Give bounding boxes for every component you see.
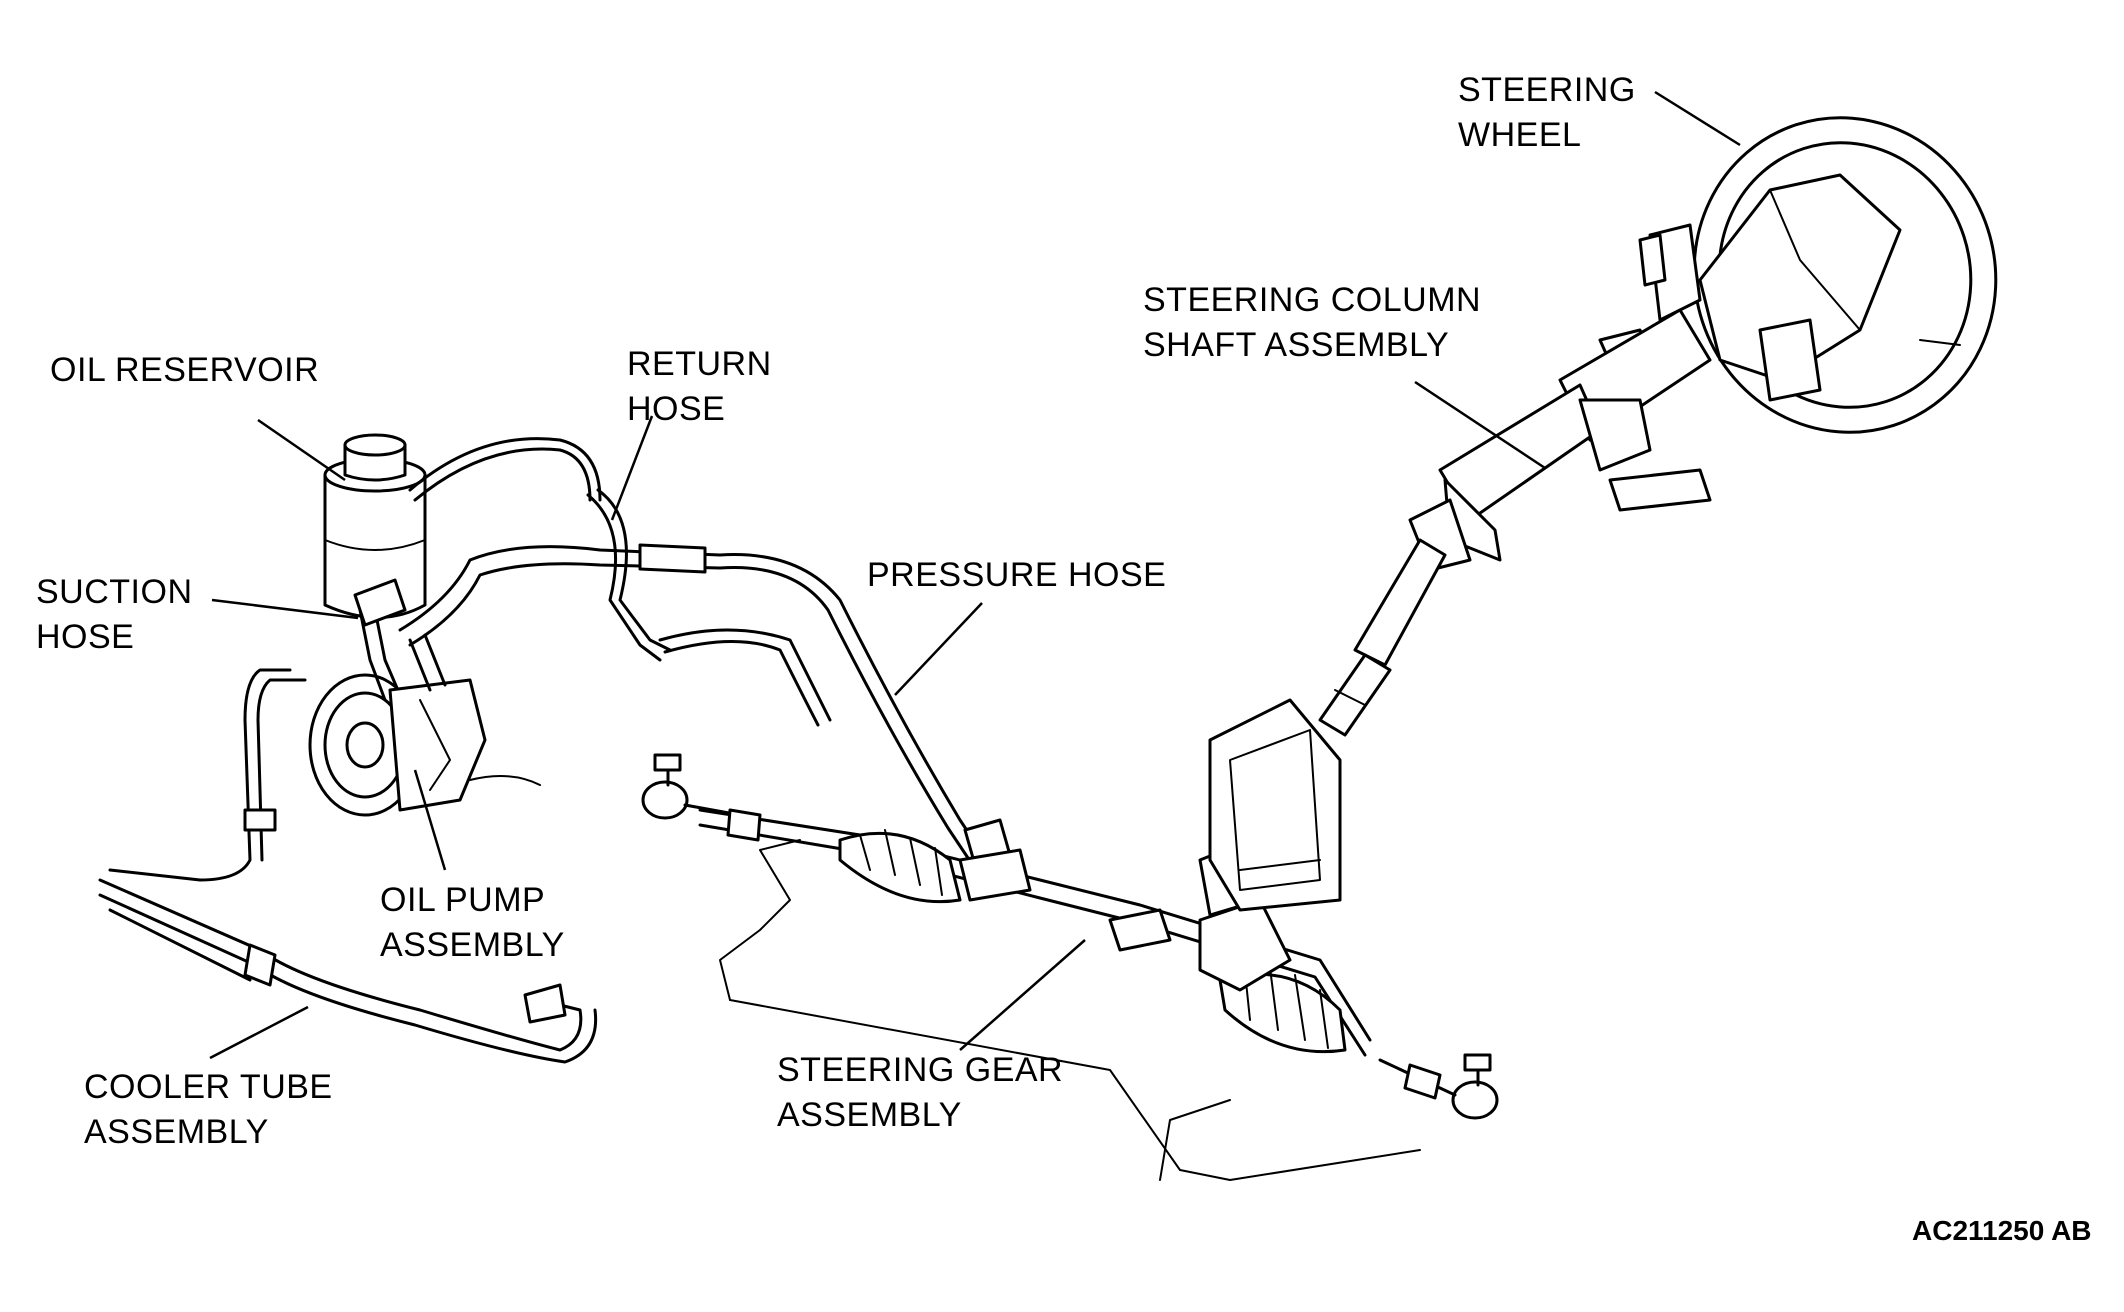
label-steering-column: STEERING COLUMN SHAFT ASSEMBLY: [1143, 278, 1481, 368]
label-cooler-tube: COOLER TUBE ASSEMBLY: [84, 1065, 333, 1155]
label-line: COOLER TUBE: [84, 1068, 333, 1106]
hoses-drawing: [353, 437, 1012, 867]
label-oil-reservoir: OIL RESERVOIR: [50, 348, 319, 393]
label-line: STEERING GEAR: [777, 1051, 1064, 1089]
label-line: WHEEL: [1458, 116, 1582, 154]
label-return-hose: RETURN HOSE: [627, 342, 772, 432]
cooler-tube-drawing: [98, 668, 598, 1064]
label-line: OIL RESERVOIR: [50, 351, 320, 389]
label-line: HOSE: [627, 390, 726, 428]
label-line: ASSEMBLY: [777, 1096, 962, 1134]
label-line: ASSEMBLY: [380, 926, 565, 964]
steering-gear-drawing: [698, 698, 1421, 1181]
steering-column-drawing: [1318, 308, 1712, 737]
label-line: RETURN: [627, 345, 772, 383]
label-steering-wheel: STEERING WHEEL: [1458, 68, 1636, 158]
figure-code: AC211250 AB: [1912, 1215, 2092, 1246]
leader-lines: [209, 90, 1741, 1060]
label-line: OIL PUMP: [380, 881, 546, 919]
label-steering-gear: STEERING GEAR ASSEMBLY: [777, 1048, 1063, 1138]
label-suction-hose: SUCTION HOSE: [36, 570, 193, 660]
label-line: HOSE: [36, 618, 135, 656]
label-line: SHAFT ASSEMBLY: [1143, 326, 1450, 364]
label-line: ASSEMBLY: [84, 1113, 269, 1151]
tie-rod-ends-drawing: [641, 753, 1499, 1120]
label-oil-pump: OIL PUMP ASSEMBLY: [380, 878, 565, 968]
label-line: STEERING: [1458, 71, 1636, 109]
steering-wheel-drawing: [1598, 116, 1998, 434]
label-line: STEERING COLUMN: [1143, 281, 1482, 319]
oil-pump-drawing: [308, 633, 541, 817]
label-line: SUCTION: [36, 573, 193, 611]
label-line: PRESSURE HOSE: [867, 556, 1167, 594]
oil-reservoir-drawing: [323, 433, 427, 619]
label-pressure-hose: PRESSURE HOSE: [867, 553, 1166, 598]
